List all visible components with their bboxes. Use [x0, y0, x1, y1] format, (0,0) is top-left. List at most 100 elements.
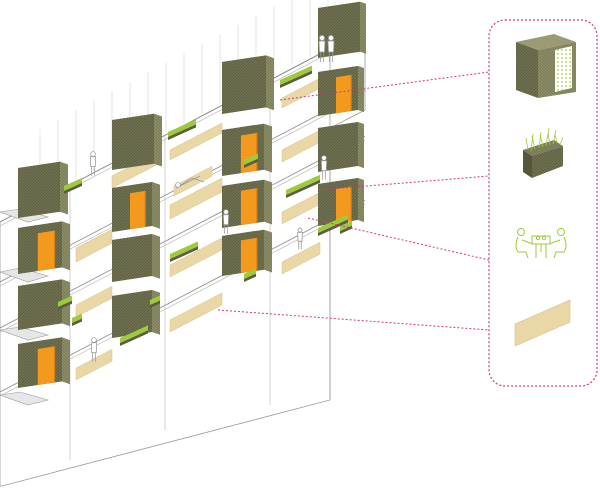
- person-figure: [297, 227, 303, 250]
- module-side: [358, 178, 364, 223]
- leader-wood: [217, 309, 490, 331]
- legend-frame: [488, 19, 598, 387]
- planter-base: [64, 182, 82, 194]
- module-front: [18, 161, 60, 218]
- person-body: [297, 232, 303, 242]
- module-box: [112, 113, 162, 170]
- planter-base: [72, 318, 82, 326]
- person-head: [90, 151, 96, 157]
- planter-base: [168, 124, 196, 140]
- module-side: [264, 229, 272, 273]
- wood-terrace: [169, 292, 223, 333]
- planter-base: [58, 300, 72, 310]
- module-front: [318, 122, 358, 172]
- door-orange: [130, 190, 146, 230]
- planter-base: [286, 179, 320, 198]
- module-boxes: [18, 1, 366, 388]
- door-orange: [240, 132, 257, 174]
- module-box: [112, 182, 160, 232]
- module-box: [318, 122, 364, 172]
- planter-icon: [523, 127, 564, 178]
- person-body: [222, 214, 230, 225]
- module-side: [152, 234, 160, 279]
- planter-base: [244, 273, 256, 282]
- planter-base: [340, 225, 352, 234]
- planter-base: [318, 219, 348, 236]
- person-figure: [90, 337, 98, 362]
- person-body: [89, 156, 97, 167]
- planter-strip: [340, 220, 352, 231]
- door-orange: [240, 237, 257, 274]
- person-body: [90, 342, 98, 353]
- legend-panel: [488, 19, 598, 387]
- module-box: [222, 179, 272, 228]
- module-side: [62, 221, 70, 271]
- module-side: [154, 113, 162, 167]
- module-side: [266, 55, 274, 111]
- planter-base: [170, 246, 198, 262]
- planter-strip: [64, 177, 82, 191]
- door-orange: [336, 74, 352, 114]
- person-head: [321, 155, 327, 161]
- person-figure: [320, 155, 328, 180]
- module-box: [18, 337, 70, 388]
- module-box: [112, 234, 160, 282]
- box-module-icon: [516, 34, 576, 98]
- person-reclining: [175, 175, 205, 189]
- module-box: [222, 123, 272, 176]
- door-orange: [37, 346, 55, 386]
- module-box: [318, 178, 364, 226]
- person-head: [297, 227, 303, 233]
- module-box: [222, 55, 274, 114]
- door-orange: [240, 188, 257, 226]
- planter-strip: [72, 313, 82, 323]
- module-side: [62, 337, 70, 385]
- person-body: [327, 40, 335, 53]
- person-figure: [89, 151, 97, 176]
- planter-strip: [244, 268, 256, 279]
- person-head: [175, 182, 181, 188]
- planter-base: [120, 330, 148, 346]
- planter-base: [244, 158, 258, 168]
- planter-base: [150, 300, 160, 308]
- door-orange: [336, 186, 352, 224]
- planter-strip: [120, 325, 148, 343]
- module-front: [222, 55, 266, 114]
- module-box: [222, 229, 272, 276]
- slab-projection: [0, 267, 50, 283]
- slab-projection: [0, 326, 50, 341]
- module-side: [264, 123, 272, 173]
- person-figure: [222, 209, 230, 234]
- module-side: [360, 1, 366, 54]
- human-figures: [89, 35, 335, 362]
- wood-terrace: [173, 165, 213, 197]
- module-box: [112, 290, 160, 338]
- planter-strip: [286, 174, 320, 195]
- planter-strip: [280, 65, 312, 85]
- planter-strip: [150, 295, 160, 305]
- leader-planter: [317, 175, 490, 191]
- module-front: [112, 234, 152, 282]
- wood-panel-icon: [514, 299, 571, 347]
- person-head: [223, 209, 229, 215]
- person-head: [318, 35, 325, 42]
- person-figure: [318, 35, 326, 62]
- person-head: [327, 35, 334, 42]
- person-body: [320, 160, 328, 171]
- lounger-line: [175, 177, 205, 189]
- module-front: [112, 290, 152, 338]
- module-front: [112, 113, 154, 170]
- people-table-icon: [515, 228, 567, 259]
- module-side: [358, 122, 364, 169]
- leader-module: [279, 71, 490, 101]
- door-orange: [37, 230, 55, 272]
- leader-lines: [217, 71, 490, 331]
- planter-strip: [168, 119, 196, 137]
- module-box: [18, 161, 68, 218]
- module-box: [318, 1, 366, 58]
- leader-people: [307, 217, 490, 261]
- planter-strip: [58, 295, 72, 307]
- module-side: [152, 182, 160, 229]
